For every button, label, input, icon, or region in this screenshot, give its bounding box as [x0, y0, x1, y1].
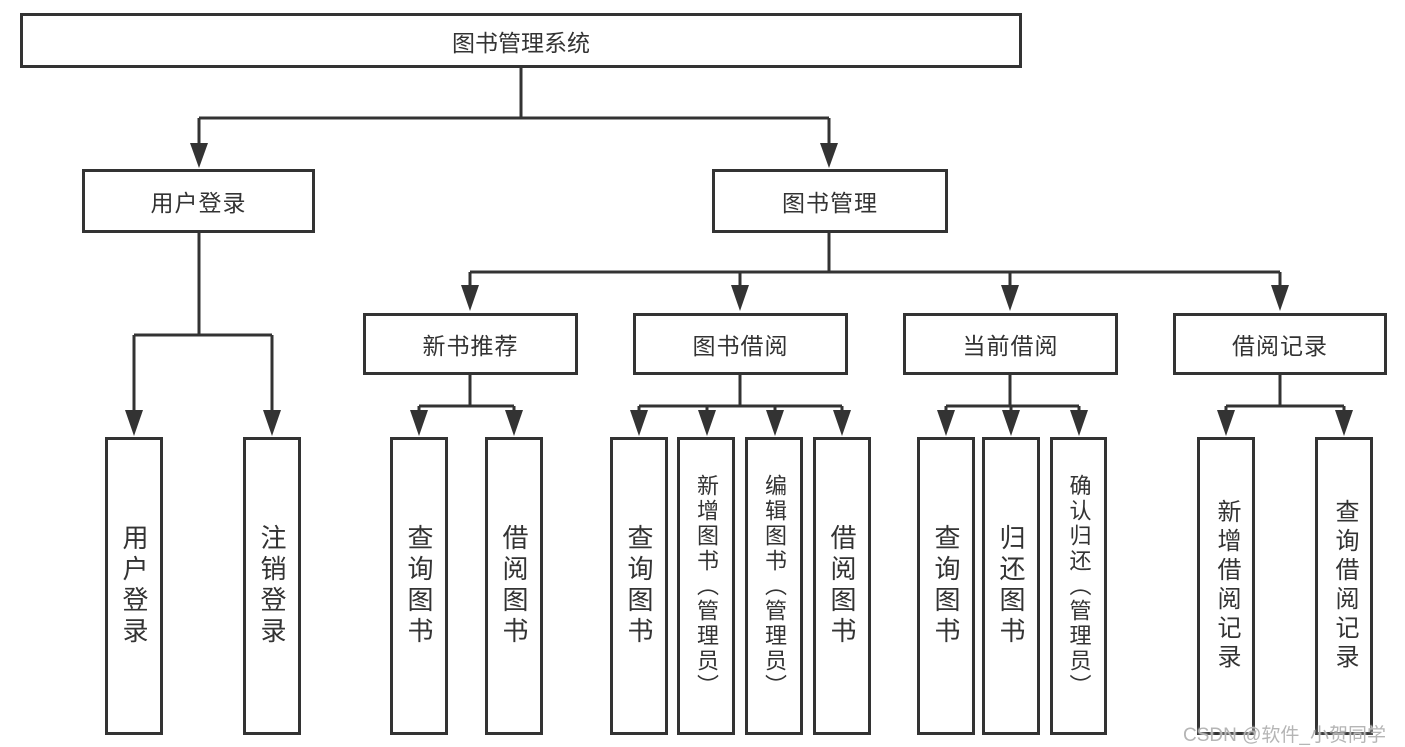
leaf-user-login: 用户登录	[105, 437, 163, 735]
leaf-add-books-admin: 新增图书（管理员）	[677, 437, 735, 735]
arrow-down-icon	[820, 143, 838, 168]
connector-new-book-to-leaves	[410, 375, 523, 436]
arrow-down-icon	[1335, 410, 1353, 436]
connector-current-borrow-to-leaves	[937, 375, 1088, 436]
leaf-return-books: 归还图书	[982, 437, 1040, 735]
arrow-down-icon	[1070, 410, 1088, 436]
leaf-query-books-current: 查询图书	[917, 437, 975, 735]
connector-book-borrow-to-leaves	[630, 375, 851, 436]
connector-book-management-to-level3	[461, 232, 1289, 311]
arrow-down-icon	[263, 410, 281, 436]
arrow-down-icon	[698, 410, 716, 436]
node-book-management: 图书管理	[712, 169, 948, 233]
node-current-borrowing: 当前借阅	[903, 313, 1118, 375]
arrow-down-icon	[190, 143, 208, 168]
arrow-down-icon	[1271, 285, 1289, 311]
leaf-borrow-books-recommend: 借阅图书	[485, 437, 543, 735]
node-borrowing-records: 借阅记录	[1173, 313, 1387, 375]
arrow-down-icon	[505, 410, 523, 436]
leaf-add-borrow-record: 新增借阅记录	[1197, 437, 1255, 735]
arrow-down-icon	[1002, 410, 1020, 436]
arrow-down-icon	[461, 285, 479, 311]
arrow-down-icon	[766, 410, 784, 436]
leaf-edit-books-admin: 编辑图书（管理员）	[745, 437, 803, 735]
leaf-query-books-recommend: 查询图书	[390, 437, 448, 735]
connector-borrow-records-to-leaves	[1217, 375, 1353, 436]
arrow-down-icon	[1001, 285, 1019, 311]
node-new-book-recommendation: 新书推荐	[363, 313, 578, 375]
node-library-management-system: 图书管理系统	[20, 13, 1022, 68]
connector-root-to-level2	[190, 68, 838, 168]
leaf-confirm-return-admin: 确认归还（管理员）	[1050, 437, 1107, 735]
connector-user-login-to-leaves	[125, 232, 281, 436]
arrow-down-icon	[125, 410, 143, 436]
arrow-down-icon	[731, 285, 749, 311]
arrow-down-icon	[1217, 410, 1235, 436]
arrow-down-icon	[410, 410, 428, 436]
node-book-borrowing: 图书借阅	[633, 313, 848, 375]
arrow-down-icon	[630, 410, 648, 436]
leaf-query-borrow-record: 查询借阅记录	[1315, 437, 1373, 735]
leaf-logout: 注销登录	[243, 437, 301, 735]
leaf-query-books-borrow: 查询图书	[610, 437, 668, 735]
csdn-watermark: CSDN @软件_小贺同学	[1183, 725, 1386, 746]
arrow-down-icon	[937, 410, 955, 436]
arrow-down-icon	[833, 410, 851, 436]
node-user-login: 用户登录	[82, 169, 315, 233]
leaf-borrow-books: 借阅图书	[813, 437, 871, 735]
